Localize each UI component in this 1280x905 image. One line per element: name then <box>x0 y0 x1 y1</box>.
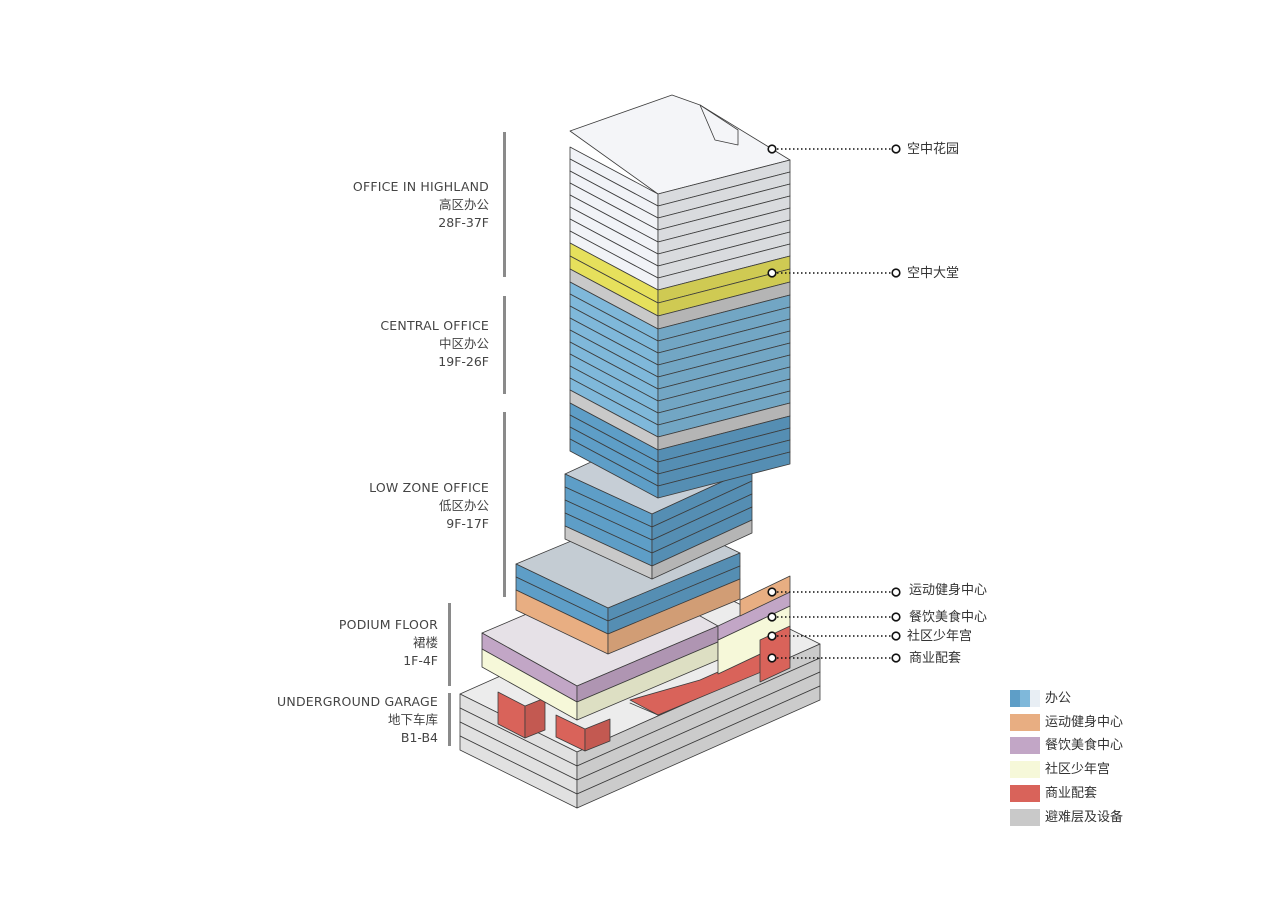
legend-swatch <box>1010 690 1020 707</box>
zone-label-garage: UNDERGROUND GARAGE 地下车库 B1-B4 <box>277 693 438 747</box>
callout-marker-sky-garden-start <box>767 144 777 154</box>
callout-marker-retail-start <box>767 653 777 663</box>
callout-fitness: 运动健身中心 <box>909 583 988 598</box>
retail-pillar-a-right-face <box>524 697 546 739</box>
zone-name-cn: 高区办公 <box>438 197 489 212</box>
legend-label: 运动健身中心 <box>1045 715 1124 730</box>
strip-retail-edge <box>759 625 791 683</box>
zone-bracket-low-office <box>503 412 506 597</box>
legend-swatch <box>1020 690 1030 707</box>
zone-name-cn: 中区办公 <box>438 336 489 351</box>
callout-youth: 社区少年宫 <box>907 629 973 644</box>
legend-label: 社区少年宫 <box>1045 762 1111 777</box>
zone-name-cn: 裙楼 <box>412 635 438 650</box>
legend-label: 餐饮美食中心 <box>1045 738 1124 753</box>
zone-name-en: PODIUM FLOOR <box>338 617 438 632</box>
zone-bracket-garage <box>448 693 451 746</box>
zone-name-en: LOW ZONE OFFICE <box>369 480 489 495</box>
callout-marker-youth-end <box>891 631 901 641</box>
callout-marker-fitness-start <box>767 587 777 597</box>
tower-roof <box>569 94 791 195</box>
legend-label: 商业配套 <box>1045 786 1098 801</box>
callout-dining: 餐饮美食中心 <box>909 610 988 625</box>
zone-name-cn: 地下车库 <box>387 712 438 727</box>
legend-swatch <box>1010 785 1040 802</box>
zone-bracket-central-office <box>503 296 506 394</box>
legend-label: 办公 <box>1045 691 1072 706</box>
zone-label-podium: PODIUM FLOOR 裙楼 1F-4F <box>339 616 438 670</box>
zone-bracket-podium <box>448 603 451 686</box>
callout-sky-lobby: 空中大堂 <box>907 266 960 281</box>
callout-sky-garden: 空中花园 <box>907 142 960 157</box>
tower-floor-24-right-face <box>657 451 791 499</box>
legend-swatch <box>1010 714 1040 731</box>
callout-marker-sky-garden-end <box>891 144 901 154</box>
legend-swatch <box>1010 809 1040 826</box>
garage-floor-3-right-face <box>576 685 821 809</box>
roof-setback <box>699 104 739 146</box>
retail-pillar-b-right-face <box>584 718 611 752</box>
legend-swatch <box>1030 690 1040 707</box>
podium-upper-floor-2-right-face <box>607 578 741 655</box>
zone-name-en: OFFICE IN HIGHLAND <box>352 179 489 194</box>
zone-floors: 28F-37F <box>438 215 489 230</box>
callout-marker-sky-lobby-end <box>891 268 901 278</box>
callout-marker-dining-end <box>891 612 901 622</box>
zone-label-high-office: OFFICE IN HIGHLAND 高区办公 28F-37F <box>353 178 489 232</box>
zone-name-en: UNDERGROUND GARAGE <box>277 694 438 709</box>
low-shifted-floor-4-right-face <box>651 519 753 580</box>
zone-label-low-office: LOW ZONE OFFICE 低区办公 9F-17F <box>369 479 489 533</box>
callout-marker-youth-start <box>767 631 777 641</box>
callout-retail: 商业配套 <box>909 651 962 666</box>
callout-marker-sky-lobby-start <box>767 268 777 278</box>
zone-name-cn: 低区办公 <box>438 498 489 513</box>
zone-name-en: CENTRAL OFFICE <box>380 318 489 333</box>
zone-floors: 9F-17F <box>446 516 489 531</box>
callout-marker-retail-end <box>891 653 901 663</box>
zone-label-central-office: CENTRAL OFFICE 中区办公 19F-26F <box>380 317 489 371</box>
legend-label: 避难层及设备 <box>1045 810 1124 825</box>
callout-marker-fitness-end <box>891 587 901 597</box>
callout-marker-dining-start <box>767 612 777 622</box>
zone-floors: 19F-26F <box>438 354 489 369</box>
legend-swatch <box>1010 737 1040 754</box>
zone-floors: 1F-4F <box>403 653 438 668</box>
tower-base-strips <box>717 575 791 683</box>
zone-floors: B1-B4 <box>400 730 438 745</box>
tower-shaft <box>569 94 791 499</box>
zone-bracket-high-office <box>503 132 506 277</box>
legend-swatch <box>1010 761 1040 778</box>
